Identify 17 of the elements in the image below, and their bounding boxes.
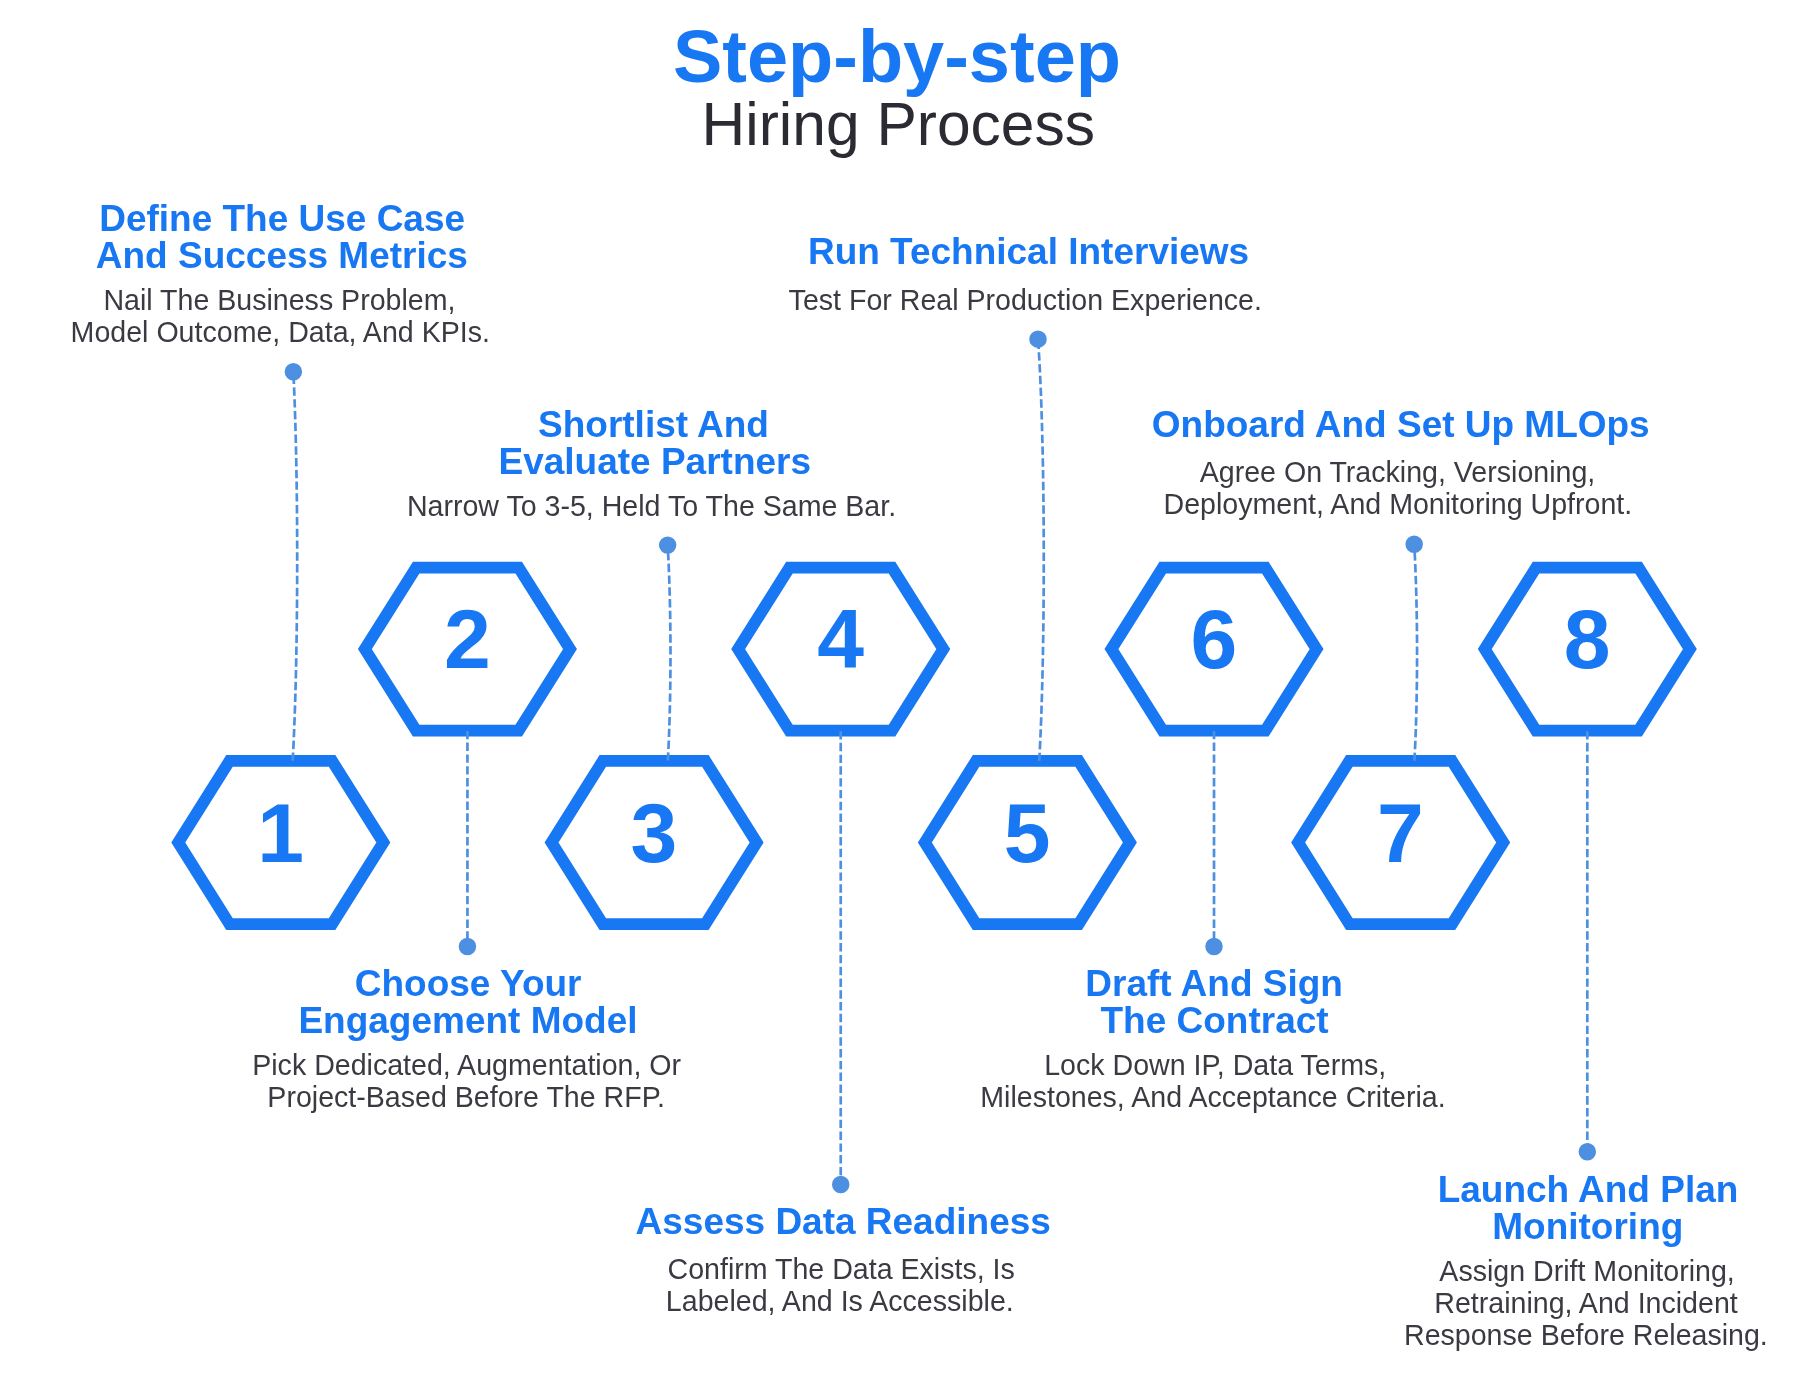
node-text: Assess Data Readiness Confirm The Data Exists, Is Labeled, And Is Accessible. <box>635 1200 1051 1317</box>
node-text: Define The Use Case And Success Metrics Nail The Business Problem, Model Outcome, Data, And KPIs. <box>70 197 490 348</box>
node-text: Onboard And Set Up MLOps Agree On Tracking, Versioning, Deployment, And Monitoring Upfront. <box>1151 403 1650 520</box>
connector <box>658 535 677 761</box>
node-text: Draft And Sign The Contract Lock Down IP, Data Terms, Milestones, And Acceptance Criteria. <box>980 962 1446 1113</box>
connector <box>458 730 477 955</box>
node-text: Shortlist And Evaluate Partners Narrow To 3-5, Held To The Same Bar. <box>406 403 897 522</box>
diagram-title: Step-by-step Hiring Process <box>673 14 1121 158</box>
connector <box>1405 535 1423 761</box>
connector <box>284 362 303 761</box>
connector <box>1578 730 1597 1161</box>
node-text: Choose Your Engagement Model Pick Dedicated, Augmentation, Or Project-Based Before The RFP. <box>252 962 682 1113</box>
connector <box>832 730 850 1193</box>
connector <box>1205 730 1223 955</box>
node-text: Run Technical Interviews Test For Real Production Experience. <box>788 230 1262 316</box>
node-text: Launch And Plan Monitoring Assign Drift Monitoring, Retraining, And Incident Response Before Releasing. <box>1404 1168 1768 1351</box>
connector <box>1029 329 1047 761</box>
